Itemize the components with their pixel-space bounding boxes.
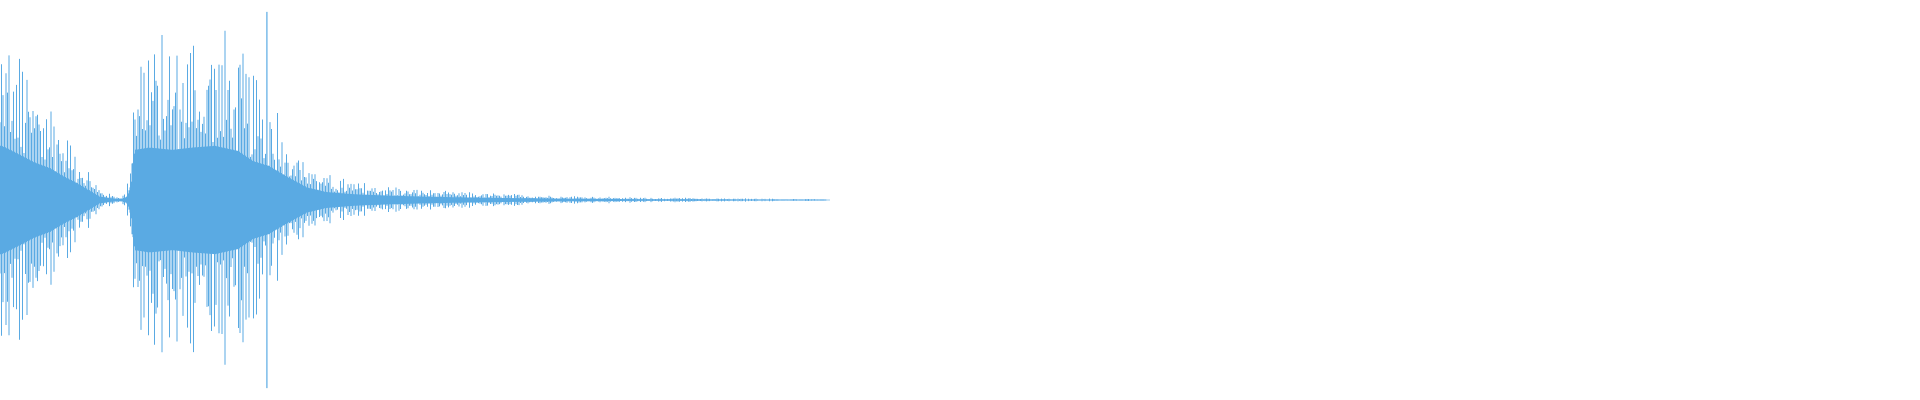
waveform-plot xyxy=(0,11,830,389)
